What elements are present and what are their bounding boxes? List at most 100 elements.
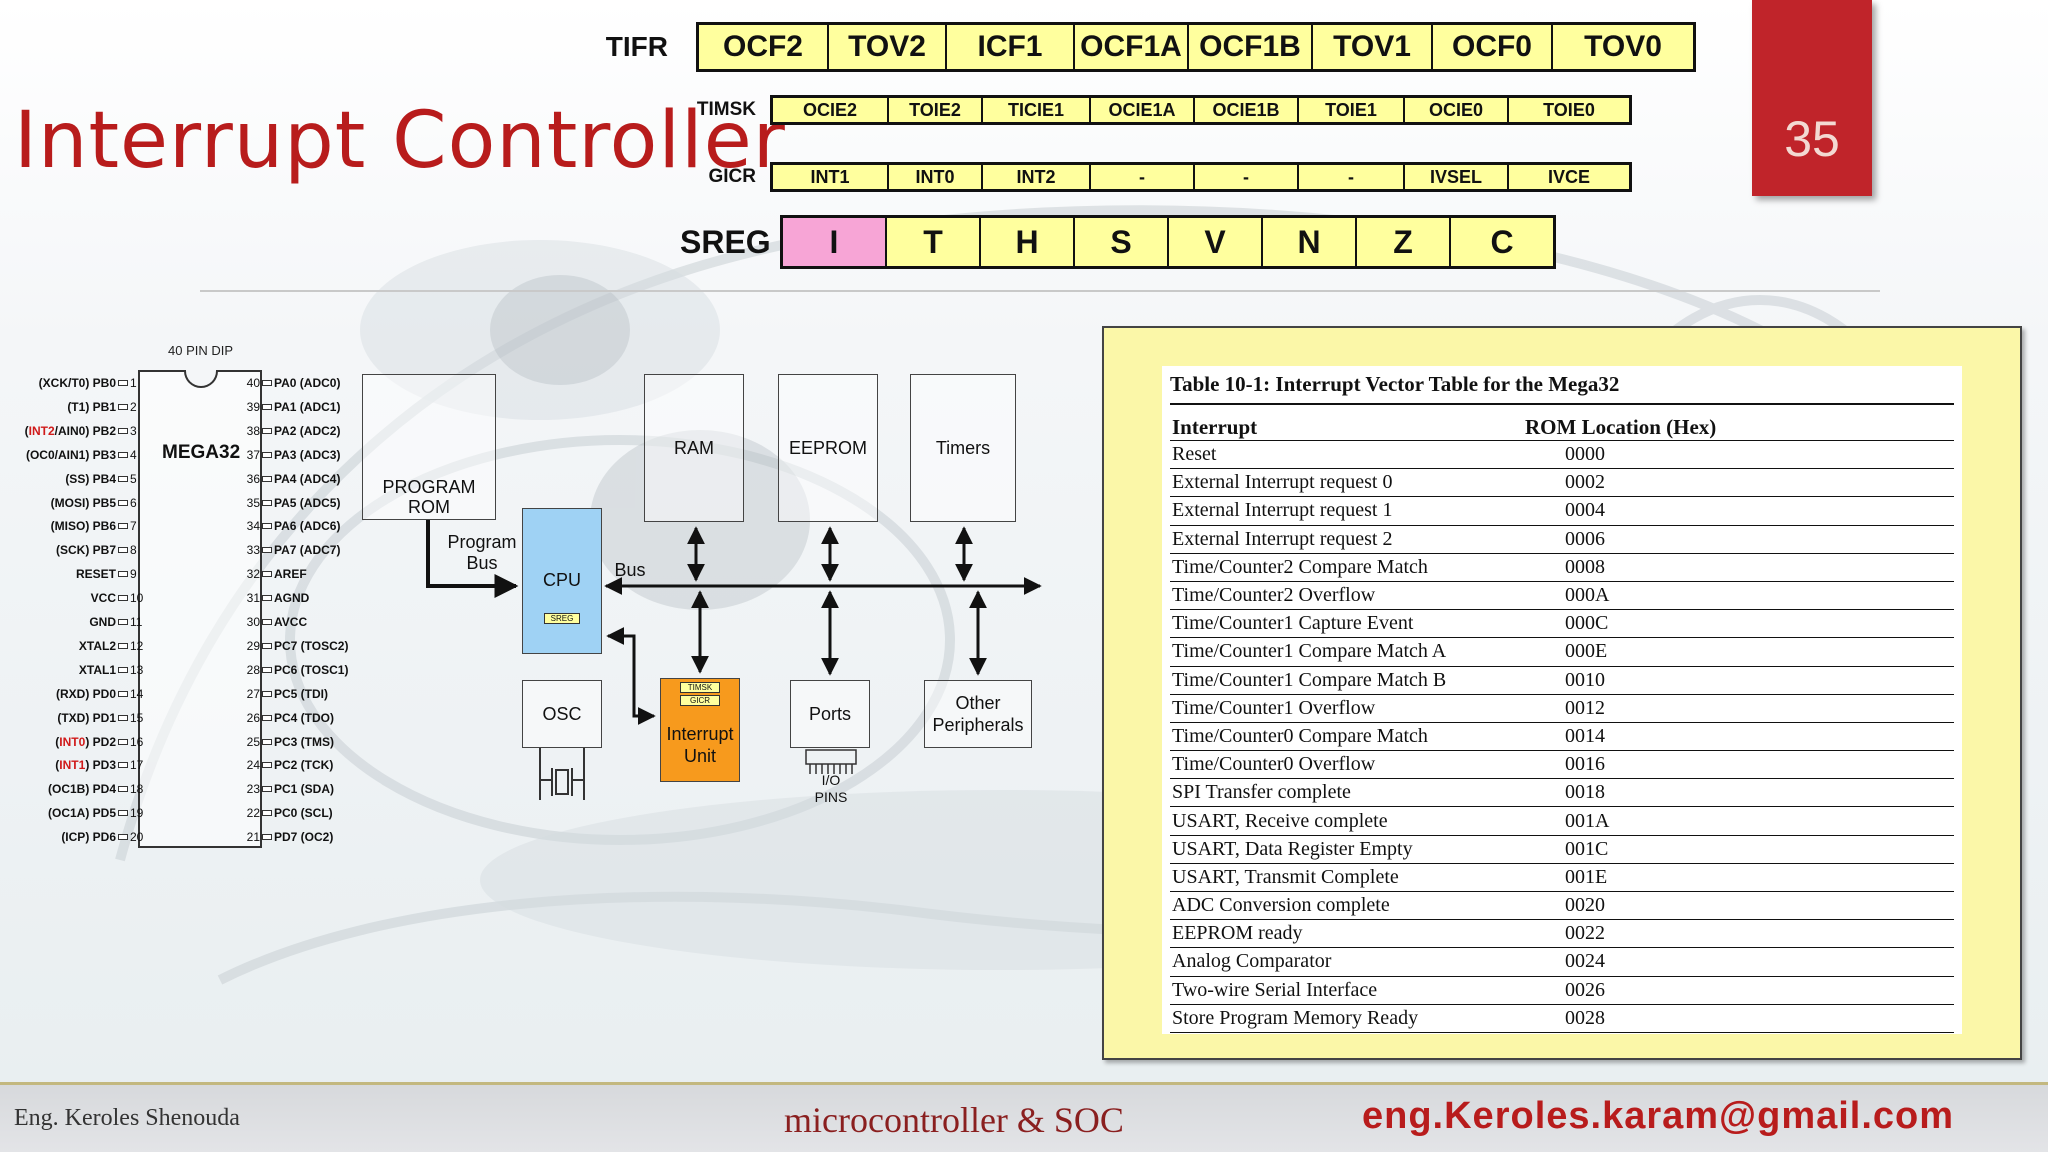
pin-label: (SS) PB4 bbox=[65, 471, 116, 486]
pin-label: (OC1B) PD4 bbox=[47, 782, 116, 797]
pin-label: (XCK/T0) PB0 bbox=[38, 376, 116, 390]
pin-number: 40 bbox=[246, 376, 260, 390]
interrupt-name: Analog Comparator bbox=[1172, 950, 1332, 973]
header-interrupt: Interrupt bbox=[1172, 415, 1258, 439]
footer-course: microcontroller & SOC bbox=[784, 1100, 1124, 1140]
pin-label: PA7 (ADC7) bbox=[274, 543, 341, 558]
tifr-bit: OCF1B bbox=[1189, 25, 1313, 69]
pin-label: AGND bbox=[274, 591, 310, 606]
interrupt-name: External Interrupt request 0 bbox=[1172, 471, 1393, 494]
interrupt-name: Time/Counter0 Overflow bbox=[1172, 753, 1376, 776]
timsk-bit: OCIE0 bbox=[1405, 98, 1509, 122]
pin-stub bbox=[262, 642, 272, 649]
sreg-bit: S bbox=[1075, 218, 1169, 266]
tifr-bit: TOV1 bbox=[1313, 25, 1433, 69]
gicr-bit: - bbox=[1299, 165, 1405, 189]
pin-label: PC0 (SCL) bbox=[274, 806, 333, 821]
timsk-bit: OCIE1A bbox=[1091, 98, 1195, 122]
chip-pin-right: 29 PC7 (TOSC2) bbox=[242, 635, 349, 657]
ram-block: RAM bbox=[644, 374, 744, 522]
gicr-bit: INT1 bbox=[773, 165, 889, 189]
chip-pin-left: (SCK) PB7 8 bbox=[20, 539, 148, 561]
pin-label: PC4 (TDO) bbox=[274, 710, 334, 725]
interrupt-name: USART, Transmit Complete bbox=[1172, 865, 1399, 888]
pin-number: 35 bbox=[246, 495, 260, 510]
rom-location: 0002 bbox=[1565, 471, 1605, 494]
timsk-bit: OCIE2 bbox=[773, 98, 889, 122]
pin-stub bbox=[262, 403, 272, 410]
timsk-bit: TICIE1 bbox=[983, 98, 1091, 122]
pin-number: 7 bbox=[130, 519, 137, 534]
pin-number: 29 bbox=[246, 638, 260, 653]
pin-number: 20 bbox=[130, 830, 144, 845]
timsk-bit: TOIE1 bbox=[1299, 98, 1405, 122]
pin-number: 38 bbox=[246, 423, 260, 438]
pin-label: PA6 (ADC6) bbox=[274, 519, 341, 534]
pin-label: VCC bbox=[90, 591, 116, 606]
timsk-bit: OCIE1B bbox=[1195, 98, 1299, 122]
slide-title: Interrupt Controller bbox=[14, 96, 786, 186]
bus-label: Bus bbox=[614, 560, 646, 580]
sreg-register: SREG I T H S V N Z C bbox=[680, 215, 1556, 269]
pin-stub bbox=[262, 786, 272, 793]
pin-stub bbox=[118, 714, 128, 721]
pin-number: 9 bbox=[130, 567, 137, 582]
pin-stub bbox=[118, 523, 128, 530]
pin-number: 27 bbox=[246, 686, 260, 701]
package-label: 40 PIN DIP bbox=[168, 343, 234, 358]
pin-label: RESET bbox=[75, 567, 116, 582]
interrupt-name: USART, Receive complete bbox=[1172, 809, 1388, 832]
interrupt-name: USART, Data Register Empty bbox=[1172, 837, 1413, 860]
cpu-block: CPU SREG bbox=[522, 508, 602, 654]
pin-label: (SCK) PB7 bbox=[55, 543, 116, 558]
pin-number: 19 bbox=[130, 806, 144, 821]
pin-number: 33 bbox=[246, 543, 260, 558]
pin-label: PA4 (ADC4) bbox=[274, 471, 341, 486]
rom-location: 001C bbox=[1565, 837, 1609, 860]
slide-number-badge: 35 bbox=[1752, 0, 1872, 196]
pin-number: 24 bbox=[246, 758, 260, 773]
pin-number: 34 bbox=[246, 519, 260, 534]
tifr-bit: OCF1A bbox=[1075, 25, 1189, 69]
rom-location: 0028 bbox=[1565, 1006, 1605, 1029]
gicr-label: GICR bbox=[708, 166, 757, 187]
pin-label: (TXD) PD1 bbox=[57, 710, 116, 725]
pin-label: PC7 (TOSC2) bbox=[274, 638, 349, 653]
chip-pin-right: 33 PA7 (ADC7) bbox=[242, 539, 341, 561]
header-rom-location: ROM Location (Hex) bbox=[1525, 415, 1717, 439]
pin-stub bbox=[118, 666, 128, 673]
pin-label: PC1 (SDA) bbox=[274, 782, 335, 797]
timsk-bit: TOIE0 bbox=[1543, 99, 1595, 120]
pin-stub bbox=[262, 475, 272, 482]
pin-label: GND bbox=[89, 615, 116, 629]
interrupt-unit-label: Interrupt Unit bbox=[666, 724, 734, 766]
pin-label: PA2 (ADC2) bbox=[274, 423, 341, 438]
sreg-bit: H bbox=[981, 218, 1075, 266]
pin-label: PC5 (TDI) bbox=[274, 686, 328, 701]
iu-timsk-box: TIMSK bbox=[680, 682, 720, 693]
rom-location: 0018 bbox=[1565, 781, 1605, 804]
tifr-bit: TOV0 bbox=[1584, 30, 1662, 63]
pin-number: 22 bbox=[246, 806, 260, 821]
pin-label: (INT0) PD2 bbox=[55, 734, 116, 749]
pin-stub bbox=[118, 547, 128, 554]
pin-stub bbox=[262, 714, 272, 721]
pin-number: 8 bbox=[130, 543, 137, 558]
pin-label: (MOSI) PB5 bbox=[50, 495, 116, 510]
pin-number: 23 bbox=[246, 782, 260, 797]
chip-pin-left: RESET 9 bbox=[20, 563, 148, 585]
pin-number: 3 bbox=[130, 423, 137, 438]
tifr-bit: ICF1 bbox=[947, 25, 1075, 69]
osc-block: OSC bbox=[522, 680, 602, 748]
rom-location: 0026 bbox=[1565, 978, 1605, 1001]
pin-stub bbox=[118, 427, 128, 434]
